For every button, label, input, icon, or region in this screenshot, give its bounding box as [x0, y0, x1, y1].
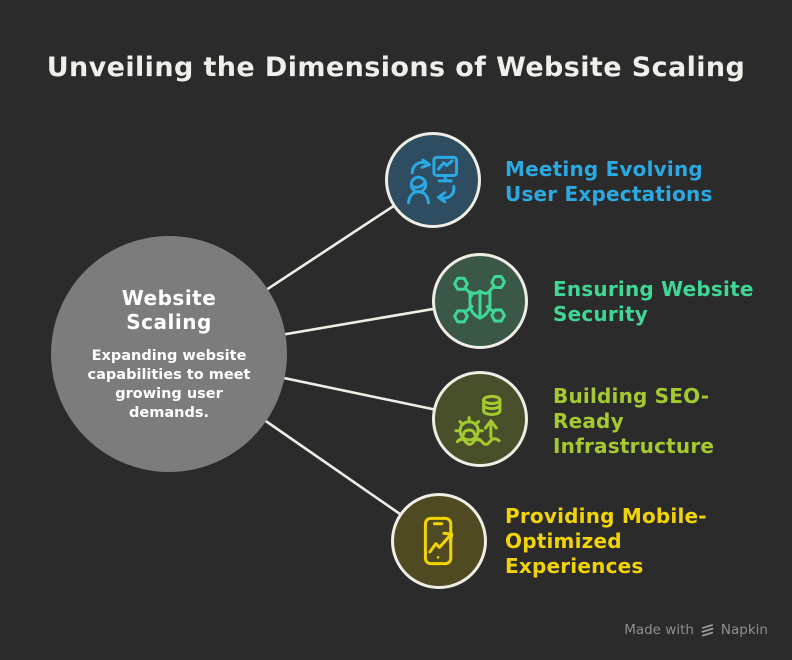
branch-label-line: Security	[553, 302, 648, 326]
branch-label-line: Experiences	[505, 554, 644, 578]
branch-label-mobile-experiences: Providing Mobile- Optimized Experiences	[505, 504, 707, 579]
branch-label-user-expectations: Meeting Evolving User Expectations	[505, 157, 713, 207]
page-title: Unveiling the Dimensions of Website Scal…	[46, 52, 746, 83]
watermark-brand: Napkin	[720, 622, 768, 638]
central-node-title: Website Scaling	[121, 285, 217, 334]
branch-node-user-expectations	[385, 132, 481, 228]
branch-label-line: Building SEO-	[553, 384, 710, 408]
person-monitor-sync-icon	[404, 151, 462, 209]
central-node: Website Scaling Expanding website capabi…	[51, 236, 287, 472]
branch-node-seo-infrastructure	[432, 371, 528, 467]
branch-label-line: Meeting Evolving	[505, 157, 703, 181]
branch-label-website-security: Ensuring Website Security	[553, 277, 754, 327]
branch-label-line: Optimized	[505, 529, 622, 553]
branch-node-website-security	[432, 253, 528, 349]
shield-network-icon	[451, 272, 509, 330]
napkin-watermark[interactable]: Made with Napkin	[624, 622, 768, 638]
branch-label-line: User Expectations	[505, 182, 713, 206]
central-node-description: Expanding website capabilities to meet g…	[87, 347, 251, 421]
branch-label-line: Infrastructure	[553, 434, 715, 458]
watermark-prefix: Made with	[624, 622, 694, 638]
branch-label-seo-infrastructure: Building SEO- Ready Infrastructure	[553, 384, 714, 459]
gear-database-growth-icon	[451, 390, 509, 448]
mobile-growth-chart-icon	[410, 512, 468, 570]
napkin-logo-icon	[701, 623, 714, 636]
branch-label-line: Providing Mobile-	[505, 504, 707, 528]
branch-node-mobile-experiences	[391, 493, 487, 589]
branch-label-line: Ready	[553, 409, 624, 433]
branch-label-line: Ensuring Website	[553, 277, 754, 301]
